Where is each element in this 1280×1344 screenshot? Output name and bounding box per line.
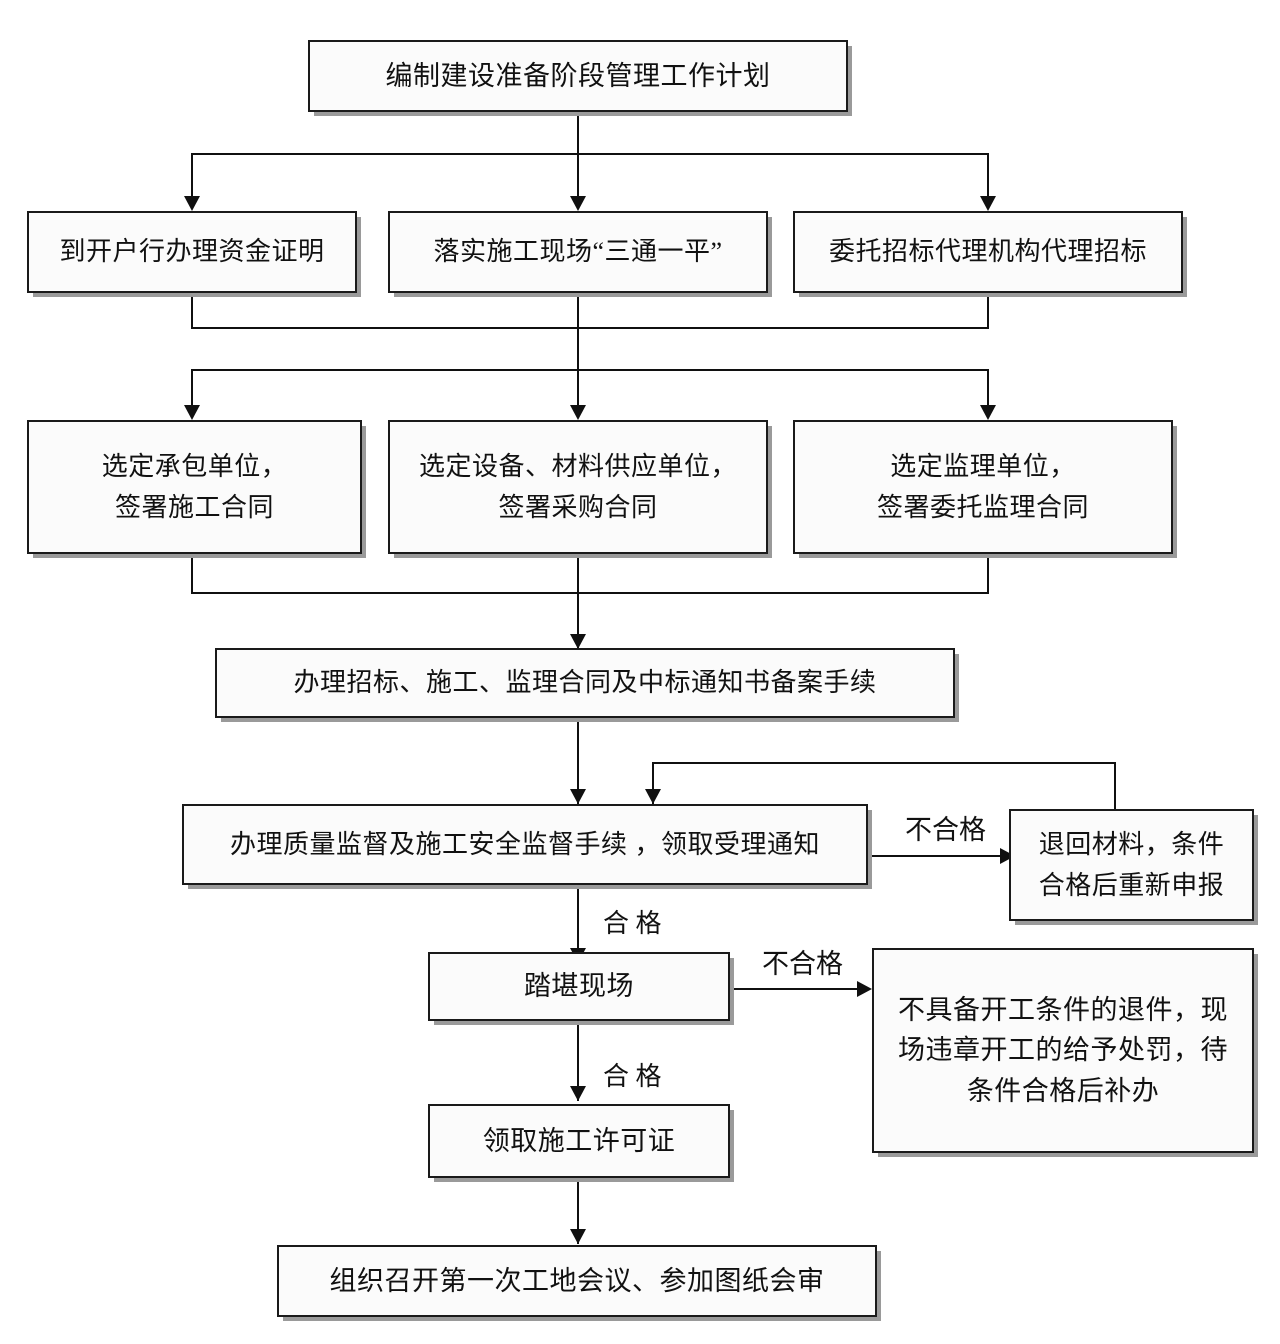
edge-label-survey-fail: 不合格 (762, 949, 843, 979)
supervisor-selection-node-line-1: 选定监理单位， (890, 451, 1076, 481)
site-preparation-node[interactable]: 落实施工现场“三通一平” (388, 211, 768, 293)
fund-certificate-node[interactable]: 到开户行办理资金证明 (27, 211, 357, 293)
arrowhead-to-supplier-selection (570, 405, 586, 420)
rejection-penalty-node[interactable]: 不具备开工条件的退件，现 场违章开工的给予处罚，待 条件合格后补办 (872, 948, 1254, 1153)
connector-survey-to-permit (577, 1021, 579, 1101)
connector-site-prep-down (577, 293, 579, 329)
connector-return-loop-left (652, 762, 1116, 764)
rejection-penalty-node-line-1: 不具备开工条件的退件，现 (898, 994, 1228, 1025)
contractor-selection-node-line-1: 选定承包单位， (101, 451, 288, 481)
arrowhead-to-first-site-meeting (570, 1229, 586, 1244)
first-site-meeting-node[interactable]: 组织召开第一次工地会议、参加图纸会审 (277, 1245, 877, 1317)
bidding-agency-node-line-1: 委托招标代理机构代理招标 (828, 237, 1147, 267)
connector-row1-to-right (987, 153, 989, 201)
connector-row3-to-right (987, 369, 989, 411)
arrowhead-to-contract-filing (570, 634, 586, 649)
arrowhead-to-bidding-agency (980, 196, 996, 211)
connector-bidding-down (987, 293, 989, 329)
arrowhead-to-contractor-selection (184, 405, 200, 420)
return-material-node-line-2: 合格后重新申报 (1038, 871, 1225, 900)
arrowhead-to-supervisor-selection (980, 405, 996, 420)
connector-row1-to-center (577, 153, 579, 201)
connector-plan-down (577, 112, 579, 155)
connector-filing-to-supervision (577, 718, 579, 804)
supervisor-selection-node[interactable]: 选定监理单位， 签署委托监理合同 (793, 420, 1173, 554)
connector-row3-fanout-bar (191, 369, 989, 371)
quality-safety-supervision-node[interactable]: 办理质量监督及施工安全监督手续 ，领取受理通知 (182, 804, 868, 885)
plan-node[interactable]: 编制建设准备阶段管理工作计划 (308, 40, 848, 112)
edge-label-supervision-pass: 合 格 (603, 909, 662, 938)
connector-contractor-down (191, 554, 193, 594)
supplier-selection-node-line-2: 签署采购合同 (498, 493, 658, 522)
connector-supervision-to-survey (577, 885, 579, 963)
connector-row1-to-left (191, 153, 193, 201)
construction-permit-node-line-1: 领取施工许可证 (482, 1125, 676, 1156)
connector-survey-to-rejection (730, 988, 870, 990)
supplier-selection-node-line-1: 选定设备、材料供应单位， (418, 451, 737, 481)
return-material-node-line-1: 退回材料，条件 (1038, 829, 1225, 859)
connector-supplier-down (577, 554, 579, 594)
connector-row2-converge-bar (191, 327, 989, 329)
arrowhead-to-fund-certificate (184, 196, 200, 211)
contract-filing-node[interactable]: 办理招标、施工、监理合同及中标通知书备案手续 (215, 648, 955, 718)
connector-supervisor-down (987, 554, 989, 594)
connector-row3-converge-bar (191, 592, 989, 594)
contractor-selection-node-line-2: 签署施工合同 (114, 493, 274, 522)
bidding-agency-node[interactable]: 委托招标代理机构代理招标 (793, 211, 1183, 293)
arrowhead-to-supervision (570, 789, 586, 804)
arrowhead-to-site-preparation (570, 196, 586, 211)
connector-return-loop-up (1114, 762, 1116, 809)
site-survey-node[interactable]: 踏堪现场 (428, 952, 730, 1021)
connector-row2-center-drop (577, 327, 579, 371)
plan-node-line-1: 编制建设准备阶段管理工作计划 (385, 60, 771, 91)
fund-certificate-node-line-1: 到开户行办理资金证明 (59, 237, 325, 267)
arrowhead-to-construction-permit (570, 1086, 586, 1101)
connector-row1-fanout-bar (191, 153, 988, 155)
edge-label-supervision-fail: 不合格 (905, 815, 986, 845)
arrowhead-return-loop-into-supervision (645, 789, 661, 804)
first-site-meeting-node-line-1: 组织召开第一次工地会议、参加图纸会审 (329, 1265, 825, 1296)
site-preparation-node-line-1: 落实施工现场“三通一平” (433, 237, 723, 267)
supervisor-selection-node-line-2: 签署委托监理合同 (876, 493, 1089, 522)
connector-row3-to-center (577, 369, 579, 411)
connector-fund-down (191, 293, 193, 329)
construction-permit-node[interactable]: 领取施工许可证 (428, 1104, 730, 1178)
site-survey-node-line-1: 踏堪现场 (524, 971, 634, 1002)
edge-label-survey-pass: 合 格 (603, 1062, 662, 1091)
supplier-selection-node[interactable]: 选定设备、材料供应单位， 签署采购合同 (388, 420, 768, 554)
return-material-node[interactable]: 退回材料，条件 合格后重新申报 (1009, 809, 1254, 921)
quality-safety-supervision-node-line-1: 办理质量监督及施工安全监督手续 ，领取受理通知 (229, 829, 820, 859)
connector-permit-to-meeting (577, 1178, 579, 1244)
connector-row3-to-left (191, 369, 193, 411)
contract-filing-node-line-1: 办理招标、施工、监理合同及中标通知书备案手续 (293, 668, 877, 698)
connector-return-loop-down (652, 762, 654, 805)
rejection-penalty-node-line-3: 条件合格后补办 (966, 1075, 1160, 1106)
rejection-penalty-node-line-2: 场违章开工的给予处罚，待 (898, 1035, 1228, 1066)
connector-to-contract-filing (577, 592, 579, 648)
connector-supervision-to-return (868, 855, 1013, 857)
contractor-selection-node[interactable]: 选定承包单位， 签署施工合同 (27, 420, 362, 554)
arrowhead-to-rejection-penalty (857, 981, 872, 997)
